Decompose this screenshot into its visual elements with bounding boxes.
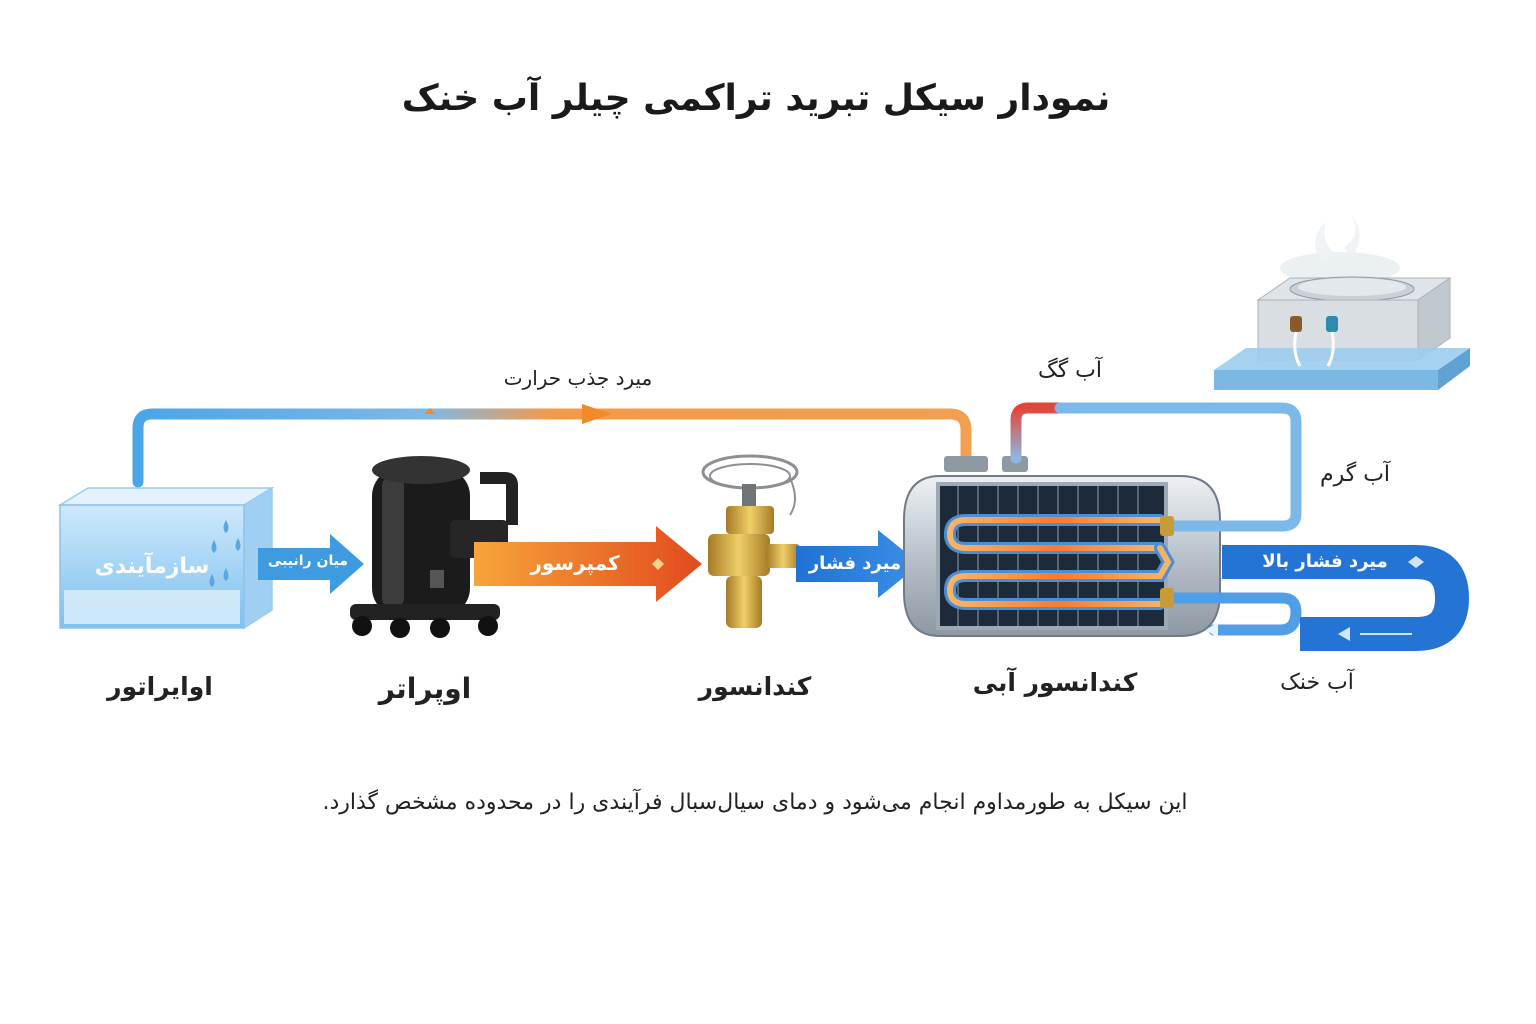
top-refrigerant-line	[132, 404, 972, 488]
valve-to-condenser-label: میرد فشار	[808, 553, 902, 574]
compressor-unit	[350, 456, 518, 638]
compressor-arrow	[474, 526, 702, 602]
arrow-tank-to-compressor	[258, 534, 364, 594]
cooling-tower	[1214, 214, 1470, 390]
hot-water-pipe	[1054, 402, 1302, 536]
water-condenser-label: کندانسور آبی	[972, 668, 1138, 697]
compressor-arrow-label: کمپرسور	[530, 551, 620, 575]
hot-gas-pipe	[1010, 402, 1066, 464]
high-pressure-loop	[1222, 545, 1470, 651]
top-line-arrowhead	[582, 404, 612, 424]
tank-to-compressor-label: میان رانیبی	[267, 553, 349, 569]
expansion-valve	[701, 454, 800, 628]
compressor-label: اوپراتر	[378, 672, 472, 705]
evaporator-label: اوایراتور	[107, 672, 213, 701]
water-droplet-icons	[209, 520, 241, 587]
condenser-coil	[943, 514, 1175, 610]
hot-water-label: آب گرم	[1319, 462, 1391, 487]
tank-label: سازمآیندی	[94, 554, 210, 579]
hot-gas-water-label: آب گگ	[1038, 358, 1102, 383]
arrow-valve-to-condenser	[796, 530, 920, 598]
expansion-valve-label: کندانسور	[698, 672, 812, 701]
footer-caption: این سیکل به طورمداوم انجام می‌شود و دمای…	[322, 790, 1188, 815]
evaporator-tank	[57, 486, 275, 630]
top-line-label: میرد جذب حرارت	[503, 366, 653, 390]
water-condenser	[903, 456, 1221, 637]
high-pressure-label: میرد فشار بالا	[1262, 551, 1388, 572]
top-line-marker	[424, 408, 436, 414]
diagram-title: نمودار سیکل تبرید تراکمی چیلر آب خنک	[401, 78, 1111, 119]
cool-water-label: آب خنک	[1280, 670, 1354, 695]
cool-water-pipe	[1160, 588, 1302, 638]
